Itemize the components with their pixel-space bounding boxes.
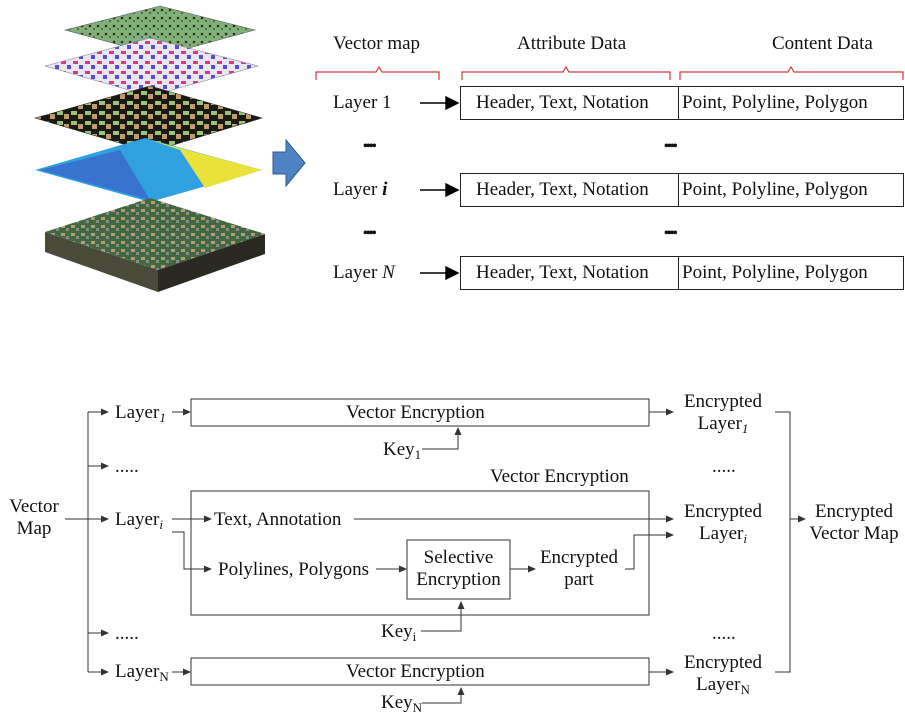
- polylines-polygons-label: Polylines, Polygons: [218, 559, 369, 580]
- layer-zones-icon: [43, 37, 260, 97]
- row-label-layer-i: Layer i: [333, 179, 388, 200]
- ellipsis-right-top: .....: [712, 456, 736, 477]
- row-1-attribute: Header, Text, Notation: [476, 92, 649, 113]
- ellipsis-left-bottom: .....: [115, 623, 139, 644]
- key-n-label: KeyN: [381, 692, 423, 715]
- row-label-layer-1: Layer 1: [333, 92, 392, 113]
- row-n-content: Point, Polyline, Polygon: [682, 262, 868, 283]
- right-block-arrow-icon: [272, 138, 306, 188]
- layer-i-record: [460, 173, 904, 207]
- ellipsis-right-1: ••••: [664, 139, 678, 154]
- brace-attribute-data: [461, 65, 671, 80]
- key-1-label: Key1: [383, 439, 422, 462]
- ellipsis-left-top: .....: [115, 456, 139, 477]
- vector-encryption-n: Vector Encryption: [346, 661, 485, 682]
- layer-1-label: Layer1: [115, 402, 166, 425]
- row-i-content: Point, Polyline, Polygon: [682, 179, 868, 200]
- row-i-attribute: Header, Text, Notation: [476, 179, 649, 200]
- row-label-layer-n: Layer N: [333, 262, 395, 283]
- layer-city-icon: [45, 198, 265, 292]
- key-i-label: Keyi: [381, 621, 417, 644]
- vector-encryption-1: Vector Encryption: [346, 402, 485, 423]
- header-vector-map: Vector map: [333, 33, 421, 54]
- ellipsis-left-2: ••••: [363, 226, 377, 241]
- layer-1-record: [460, 86, 904, 120]
- text-annotation-label: Text, Annotation: [214, 509, 342, 530]
- header-attribute-data: Attribute Data: [517, 33, 627, 54]
- ellipsis-left-1: ••••: [363, 139, 377, 154]
- layer-n-record: [460, 256, 904, 290]
- vector-encryption-i: Vector Encryption: [490, 466, 629, 487]
- layer-water-icon: [35, 138, 262, 202]
- ellipsis-right-bottom: .....: [712, 623, 736, 644]
- header-content-data: Content Data: [772, 33, 873, 54]
- layer-i-label: Layeri: [115, 509, 163, 532]
- brace-vector-map: [315, 65, 440, 80]
- layer-n-label: LayerN: [115, 661, 169, 684]
- layer-buildings-icon: [33, 85, 264, 153]
- brace-content-data: [679, 65, 904, 80]
- row-n-attribute: Header, Text, Notation: [476, 262, 649, 283]
- ellipsis-right-2: ••••: [664, 226, 678, 241]
- row-1-content: Point, Polyline, Polygon: [682, 92, 868, 113]
